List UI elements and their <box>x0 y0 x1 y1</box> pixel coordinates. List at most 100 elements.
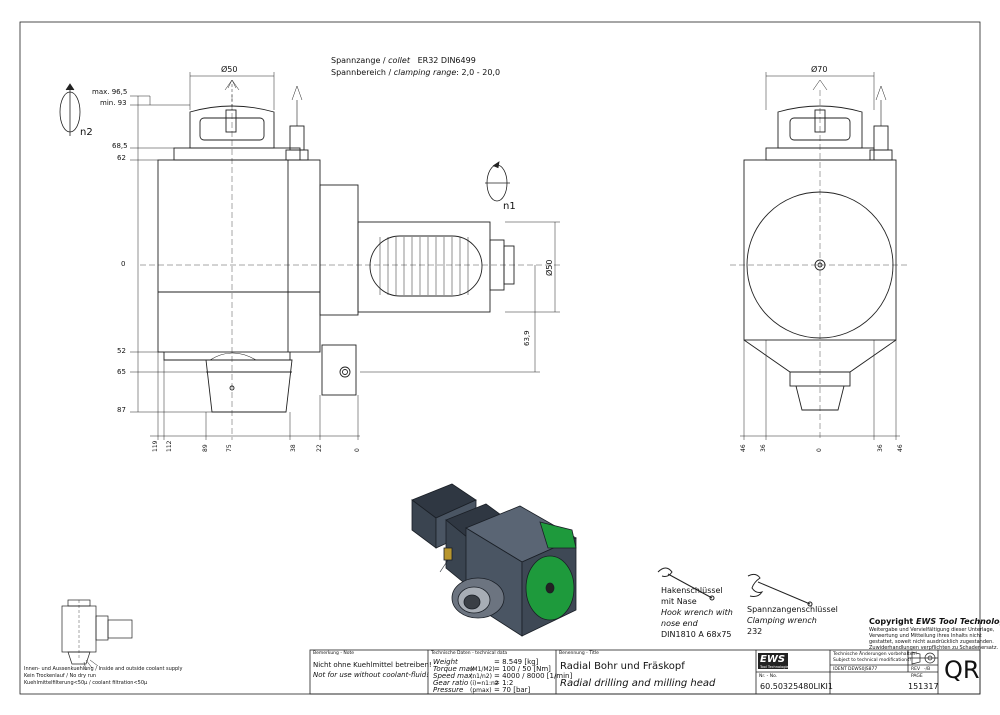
coolant-icon-drawing <box>61 599 133 671</box>
tech-row-value: = 70 [bar] <box>494 686 531 694</box>
dim-62: 62 <box>117 154 126 162</box>
dim-119: 119 <box>152 440 159 452</box>
tech-row-symbol: (n1/n2) <box>470 673 492 680</box>
front-view <box>59 72 560 440</box>
tech-row-symbol: (M1/M2) <box>470 666 495 673</box>
tech-row-value: = 1:2 <box>494 679 514 687</box>
dim-112: 112 <box>166 440 173 452</box>
part-number: 60.50325480LIKI1 <box>760 682 833 691</box>
dim-89: 89 <box>202 444 209 452</box>
front-flange <box>319 184 359 316</box>
title-label: Benennung - Title <box>559 651 599 656</box>
side-view <box>730 72 910 440</box>
front-bottom-block <box>205 359 293 413</box>
tech-row-label: Gear ratio <box>433 679 469 687</box>
clamp-wrench-spec: 232 <box>747 627 763 636</box>
front-housing <box>157 159 321 353</box>
copyright-line-2: Verwertung und Mitteilung ihres Inhalts … <box>869 633 982 639</box>
rotation-label-n2: n2 <box>80 127 93 138</box>
front-shank <box>357 221 491 313</box>
ews-logo: EWS <box>760 654 786 665</box>
front-top-diameter: Ø50 <box>221 65 238 74</box>
clamping-range-line: Spannbereich / clamping range: 2,0 - 20,… <box>331 68 501 77</box>
side-coolant-nozzle <box>873 125 889 151</box>
front-bottom-dims <box>150 352 360 440</box>
side-top-diameter: Ø70 <box>811 65 828 74</box>
isometric-render <box>411 483 577 637</box>
dim-0-left: 0 <box>121 260 126 268</box>
ident-label: IDENT <box>833 667 847 672</box>
tech-row-label: Weight <box>433 658 458 666</box>
drawing-number: 151317 <box>908 682 939 691</box>
collet-line: Spannzange / collet ER32 DIN6499 <box>331 56 476 65</box>
offset-dim: 63,9 <box>523 330 531 346</box>
rotation-symbol-n2 <box>59 83 81 136</box>
tech-row-symbol: (pmax) <box>470 687 492 694</box>
dim-min: min. 93 <box>100 99 127 107</box>
side-dim-46-left: 46 <box>740 444 747 452</box>
hook-wrench-en2: nose end <box>661 619 698 628</box>
copyright-title: Copyright EWS Tool Technologies <box>869 617 1000 626</box>
shank-diameter: Ø50 <box>545 259 554 276</box>
front-left-dims <box>130 95 212 413</box>
clamp-wrench-de: Spannzangenschlüssel <box>747 605 838 614</box>
change-note-2: Subject to technical modifications! <box>833 658 912 663</box>
hook-wrench-drawing <box>657 567 715 601</box>
front-flange-clamp <box>321 344 357 396</box>
side-dim-36-right: 36 <box>877 444 884 452</box>
front-coolant-nozzle <box>289 125 305 151</box>
remark-label: Bemerkung - Note <box>313 651 355 656</box>
part-no-label: Nr. - No. <box>759 674 778 679</box>
hook-wrench-de1: Hakenschlüssel <box>661 586 723 595</box>
ews-logo-sub: Tool Technologies <box>760 665 791 669</box>
tech-row-label: Speed max. <box>433 672 475 680</box>
side-dim-0: 0 <box>816 448 823 452</box>
front-shank-knurl <box>369 235 483 297</box>
front-shank-grooves <box>379 237 469 295</box>
dim-52: 52 <box>117 347 126 355</box>
qr-label: QR <box>944 656 980 684</box>
change-note-1: Technische Änderungen vorbehalten! <box>833 652 918 657</box>
title-block-grid <box>309 649 981 695</box>
remark-de: Nicht ohne Kuehlmittel betreiben! <box>313 661 432 669</box>
coolant-note-2: Kein Trockenlauf / No dry run <box>24 673 97 679</box>
coolant-note-3: Kuehlmittelfilterung<50µ / coolant filtr… <box>24 680 148 686</box>
rev-label: REV <box>911 667 921 672</box>
tech-row-symbol: (i)=n1:n2 <box>470 680 499 687</box>
front-top-dim <box>189 72 275 110</box>
page-label: PAGE <box>911 674 923 679</box>
tech-row-value: = 4000 / 8000 [1/min] <box>494 672 573 680</box>
rotation-symbol-n1 <box>485 161 510 202</box>
front-top-plate <box>173 147 301 161</box>
front-shank-dim <box>360 221 560 373</box>
dim-22: 22 <box>316 444 323 452</box>
dim-87: 87 <box>117 406 126 414</box>
hook-wrench-en1: Hook wrench with <box>661 608 733 617</box>
title-de: Radial Bohr und Fräskopf <box>560 661 685 672</box>
tech-row-label: Pressure <box>433 686 464 694</box>
front-collet-nut <box>189 105 275 149</box>
tech-row-label: Torque max <box>433 665 475 673</box>
side-dim-36-left: 36 <box>760 444 767 452</box>
ident-value: DEWS0JS877 <box>848 667 878 672</box>
coolant-note-1: Innen- und Aussenkuehlung / Inside and o… <box>24 666 183 672</box>
tech-row-value: = 8.549 [kg] <box>494 658 539 666</box>
dim-0-bottom: 0 <box>354 448 361 452</box>
copyright-line-4: Zuwiderhandlungen verpflichten zu Schade… <box>869 645 999 651</box>
rev-value: -/B <box>924 667 931 672</box>
clamp-wrench-en: Clamping wrench <box>747 616 817 625</box>
side-collet-nut <box>777 105 863 149</box>
tech-row-value: = 100 / 50 [Nm] <box>494 665 551 673</box>
dim-68-5: 68,5 <box>112 142 128 150</box>
copyright-line-3: gestattet, soweit nicht ausdrücklich zug… <box>869 639 994 645</box>
side-housing <box>743 159 897 341</box>
copyright-line-1: Weitergabe und Vervielfältigung dieser U… <box>869 627 995 633</box>
clamping-wrench-drawing <box>747 573 813 607</box>
dim-65: 65 <box>117 368 126 376</box>
dim-38: 38 <box>290 444 297 452</box>
side-dim-46-right: 46 <box>897 444 904 452</box>
dim-max: max. 96,5 <box>92 88 128 96</box>
remark-en: Not for use without coolant-fluid! <box>313 671 430 679</box>
